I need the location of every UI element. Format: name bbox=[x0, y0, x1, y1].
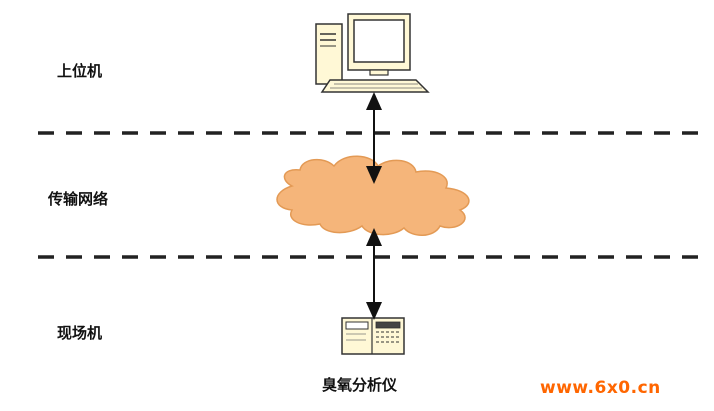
watermark-text: www.6x0.cn bbox=[540, 378, 661, 398]
analyzer-label: 臭氧分析仪 bbox=[322, 376, 398, 394]
layer-label-field: 现场机 bbox=[57, 324, 103, 342]
network-cloud-icon bbox=[276, 155, 470, 236]
layer-label-upper: 上位机 bbox=[57, 62, 103, 80]
layer-label-network: 传输网络 bbox=[48, 190, 109, 208]
analyzer-device-icon bbox=[341, 317, 405, 355]
desktop-computer-icon bbox=[315, 13, 430, 93]
